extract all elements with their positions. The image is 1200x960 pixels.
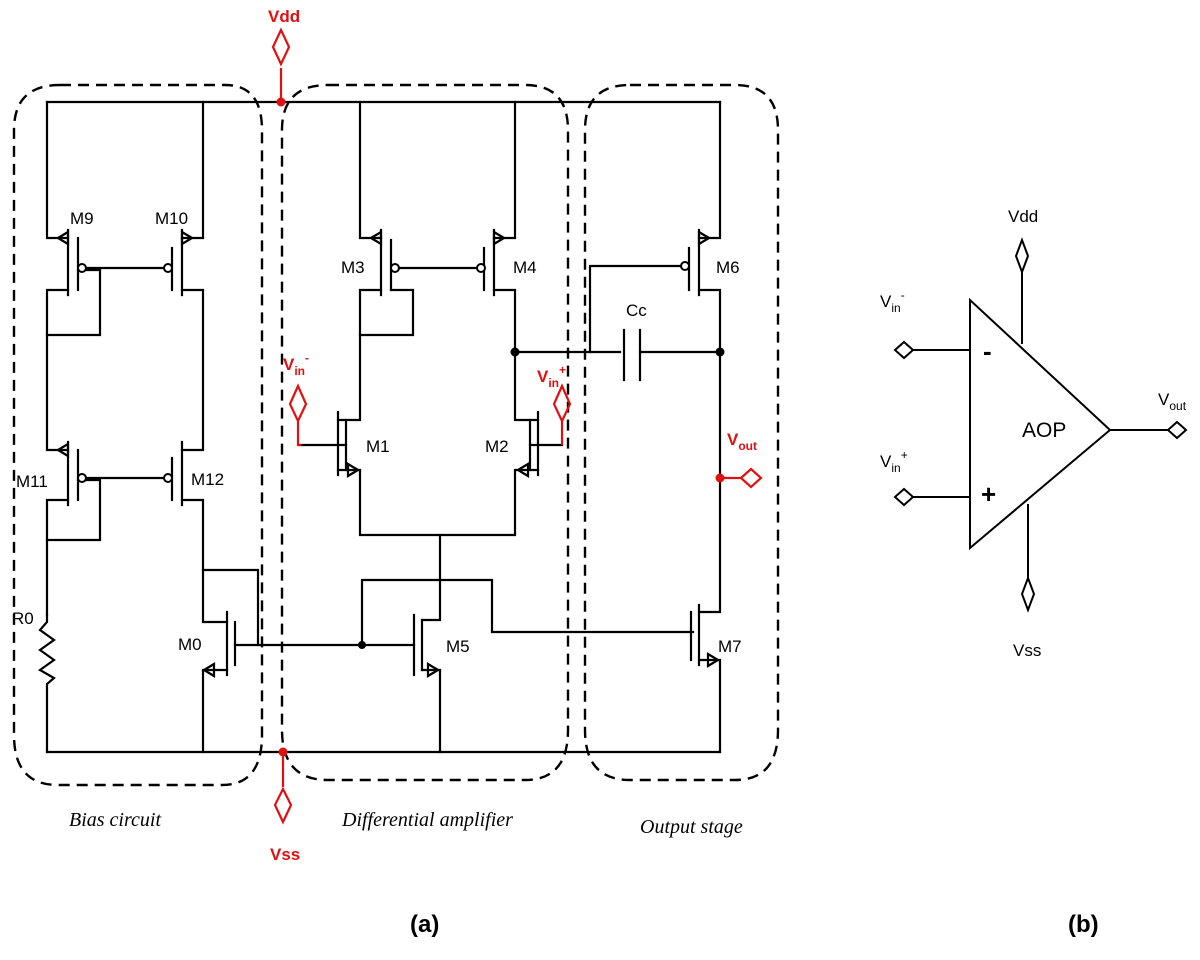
- vin-minus-label: Vin-: [283, 351, 309, 378]
- b-vss-label: Vss: [1013, 641, 1041, 660]
- m4-label: M4: [513, 258, 537, 277]
- vss-label: Vss: [270, 845, 300, 864]
- m1-label: M1: [366, 437, 390, 456]
- opamp-plus-sign: +: [981, 479, 996, 509]
- m2-label: M2: [485, 437, 509, 456]
- output-stage-label: Output stage: [640, 816, 743, 838]
- panel-a-label: (a): [410, 911, 439, 938]
- vin-plus-terminal: [552, 383, 572, 445]
- m12-label: M12: [191, 470, 224, 489]
- vdd-label: Vdd: [268, 7, 300, 26]
- vdd-terminal: [271, 27, 291, 107]
- r0-resistor: [37, 613, 56, 754]
- output-block-outline: [583, 83, 780, 782]
- m9-label: M9: [70, 209, 94, 228]
- r0-label: R0: [12, 609, 34, 628]
- vin-plus-label: Vin+: [537, 363, 566, 390]
- m11-label: M11: [16, 472, 48, 491]
- m10-label: M10: [155, 209, 188, 228]
- panel-b-label: (b): [1068, 911, 1099, 938]
- output-stage: [588, 100, 725, 754]
- differential-amplifier: [298, 100, 695, 754]
- diff-block-outline: [280, 83, 570, 782]
- opamp-triangle: [969, 297, 1112, 551]
- m7-label: M7: [718, 637, 742, 656]
- vout-label: Vout: [727, 430, 757, 453]
- b-vin-plus-label: Vin+: [880, 448, 908, 475]
- cc-label: Cc: [626, 301, 647, 320]
- opamp-minus-sign: -: [983, 336, 992, 366]
- b-vout-label: Vout: [1158, 390, 1187, 413]
- vout-terminal: [715, 467, 763, 489]
- aop-label: AOP: [1022, 419, 1066, 442]
- vin-minus-terminal: [288, 383, 308, 447]
- panel-b-opamp-symbol: - + AOP Vdd Vss Vin- Vin+ Vout (b): [880, 207, 1188, 938]
- m3-label: M3: [341, 258, 365, 277]
- bias-block-outline: [12, 83, 264, 787]
- m6-label: M6: [716, 258, 740, 277]
- bias-circuit: [37, 100, 364, 754]
- diff-amplifier-label: Differential amplifier: [341, 809, 513, 831]
- b-vdd-label: Vdd: [1008, 207, 1038, 226]
- m0-label: M0: [178, 635, 202, 654]
- b-vin-minus-label: Vin-: [880, 288, 905, 315]
- panel-a-schematic: Vdd Vss Vin- Vin+ Vout M9 M10 M11 M12 M0…: [12, 7, 780, 938]
- bias-circuit-label: Bias circuit: [69, 809, 161, 831]
- vss-terminal: [273, 747, 293, 825]
- m5-label: M5: [446, 637, 470, 656]
